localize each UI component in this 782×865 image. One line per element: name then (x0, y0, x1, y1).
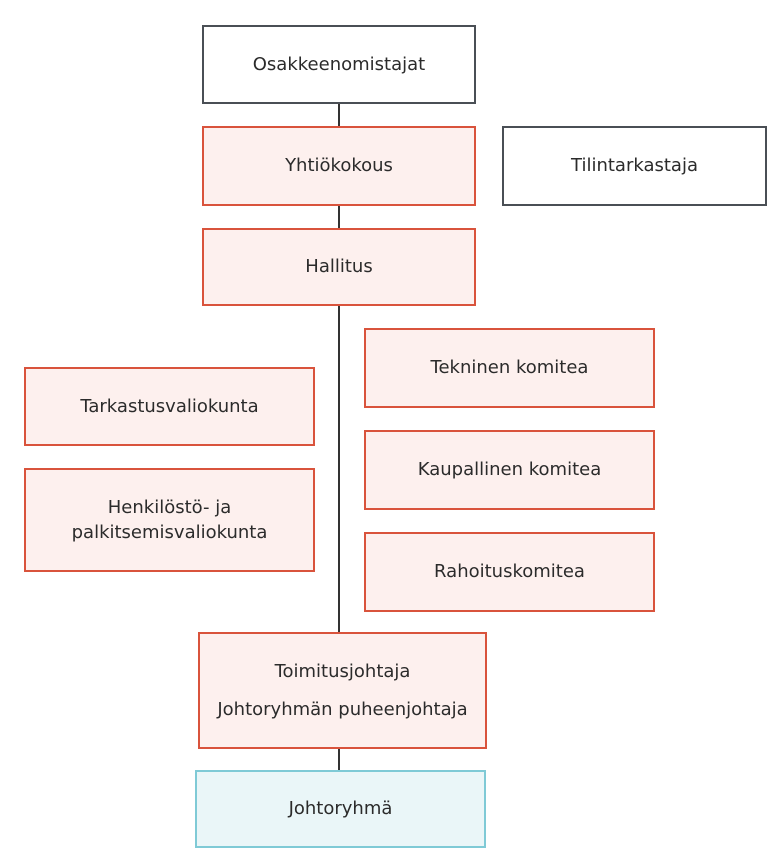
management-team-label: Johtoryhmä (288, 798, 393, 820)
shareholders-label: Osakkeenomistajat (252, 53, 426, 75)
commercial-committee-label: Kaupallinen komitea (417, 459, 602, 481)
technical-committee-box: Tekninen komitea (364, 328, 655, 408)
connector-board-ceo (338, 305, 340, 634)
management-team-box: Johtoryhmä (195, 770, 486, 848)
finance-committee-box: Rahoituskomitea (364, 532, 655, 612)
technical-committee-label: Tekninen komitea (430, 357, 589, 379)
board-label: Hallitus (305, 256, 373, 278)
auditor-label: Tilintarkastaja (571, 155, 698, 177)
ceo-subtitle: Johtoryhmän puheenjohtaja (217, 698, 468, 720)
connector-meeting-board (338, 205, 340, 229)
ceo-title: Toimitusjohtaja (274, 661, 411, 683)
connector-ceo-team (338, 747, 340, 771)
finance-committee-label: Rahoituskomitea (434, 561, 585, 583)
shareholders-box: Osakkeenomistajat (202, 25, 476, 104)
board-box: Hallitus (202, 228, 476, 306)
audit-committee-label: Tarkastusvaliokunta (80, 395, 259, 417)
ceo-box: Toimitusjohtaja Johtoryhmän puheenjohtaj… (198, 632, 487, 749)
connector-shareholders-meeting (338, 103, 340, 127)
hr-remuneration-committee-label: Henkilöstö- ja palkitsemisvaliokunta (71, 496, 268, 543)
audit-committee-box: Tarkastusvaliokunta (24, 367, 315, 446)
commercial-committee-box: Kaupallinen komitea (364, 430, 655, 510)
general-meeting-label: Yhtiökokous (285, 155, 393, 177)
general-meeting-box: Yhtiökokous (202, 126, 476, 206)
auditor-box: Tilintarkastaja (502, 126, 767, 206)
hr-remuneration-committee-box: Henkilöstö- ja palkitsemisvaliokunta (24, 468, 315, 572)
